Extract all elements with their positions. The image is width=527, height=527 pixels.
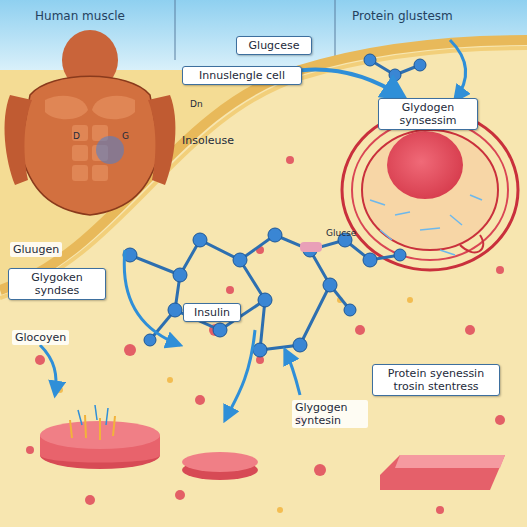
text-label: Dn	[190, 98, 203, 111]
box-text: Glugcese	[241, 39, 307, 52]
text-label: Gluugen	[10, 242, 62, 257]
text-label: Protein glustesm	[352, 10, 453, 23]
muscle-slabs	[40, 405, 505, 490]
box-text: Innuslengle cell	[187, 69, 297, 82]
text-label: Glocoyen	[12, 330, 69, 345]
process-box: Protein syenessin trosin stentress	[372, 364, 500, 396]
box-text: Insulin	[188, 306, 236, 319]
process-box: Innuslengle cell	[182, 66, 302, 85]
text-label: G	[122, 130, 129, 143]
process-box: Insulin	[183, 303, 241, 322]
process-box: Glydogen synsessim	[378, 98, 478, 130]
organelle	[342, 110, 518, 270]
text-label: D	[73, 130, 80, 143]
flow-arrow	[302, 70, 404, 98]
text-label: Glucse	[326, 227, 356, 240]
box-text: Glygoken syndses	[13, 271, 101, 297]
text-label: Human muscle	[35, 10, 125, 23]
box-text: Protein syenessin trosin stentress	[377, 367, 495, 393]
text-label: Glygogen syntesin	[292, 400, 368, 428]
text-label: Insoleuse	[182, 134, 234, 147]
muscle-figure	[5, 30, 176, 215]
process-box: Glugcese	[236, 36, 312, 55]
box-text: Glydogen synsessim	[383, 101, 473, 127]
process-box: Glygoken syndses	[8, 268, 106, 300]
